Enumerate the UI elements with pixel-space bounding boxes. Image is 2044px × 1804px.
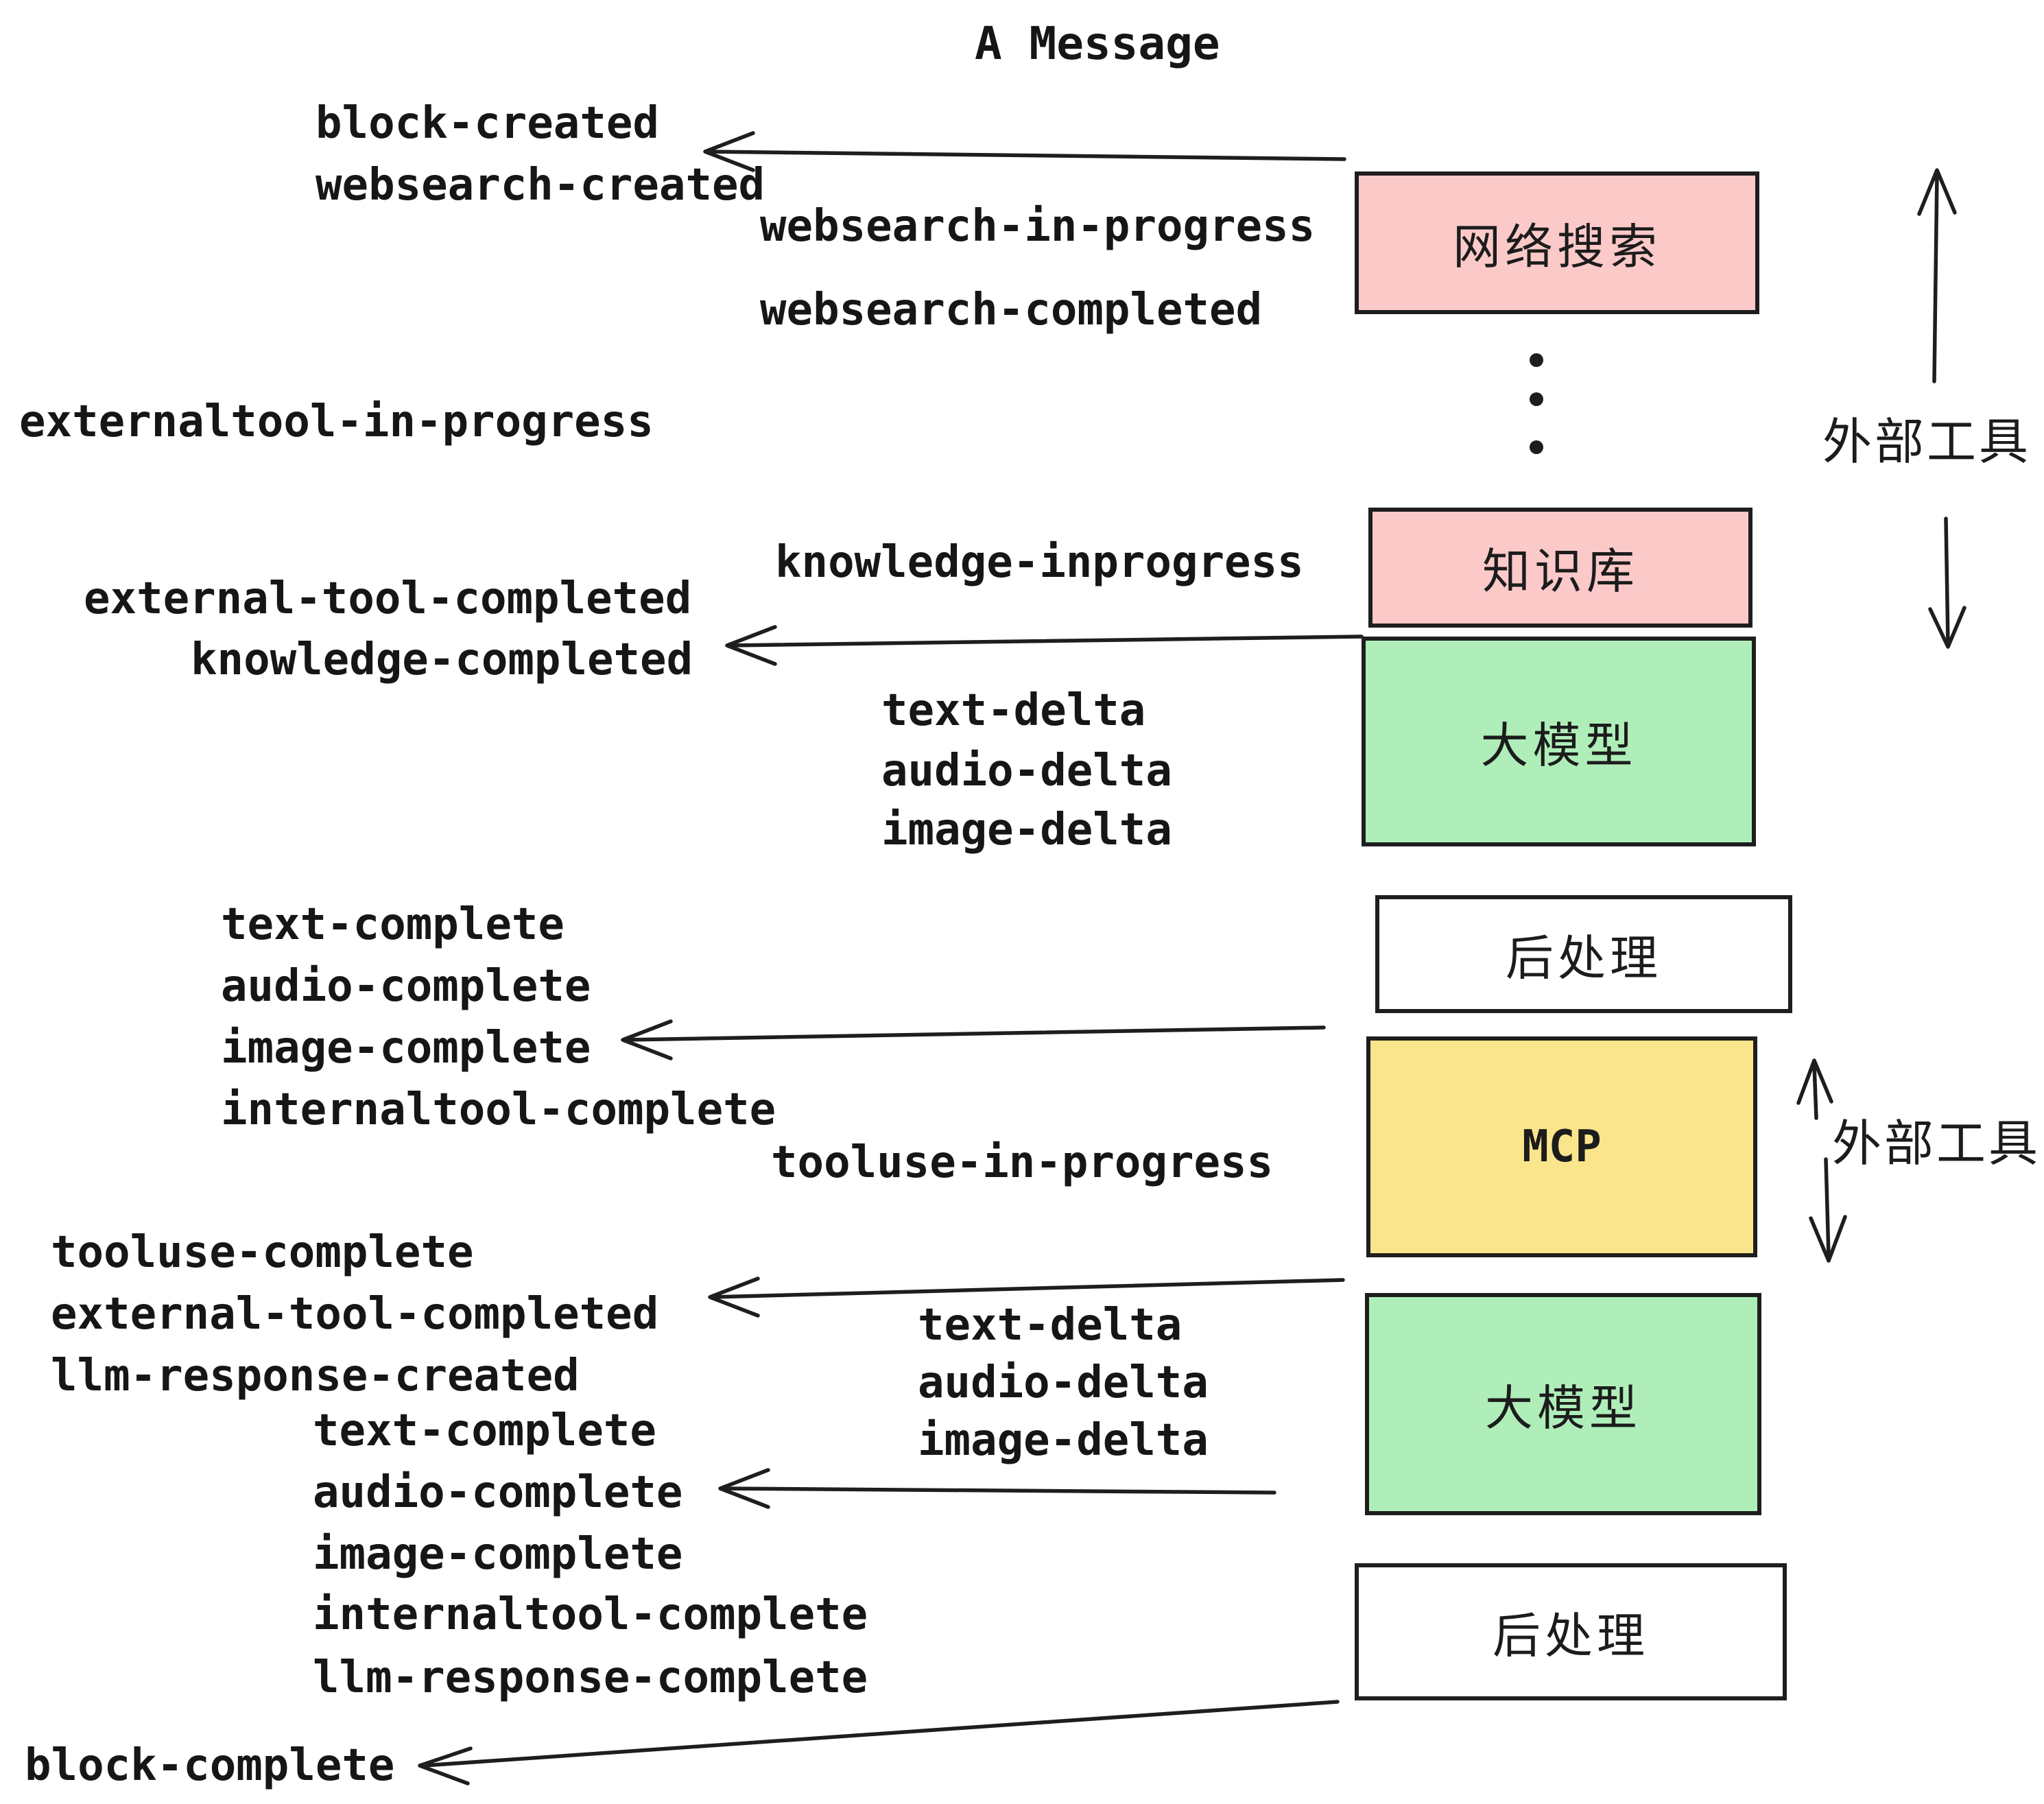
diagram-title: A Message (975, 17, 1220, 70)
mcp-external-tools-down-arrow (1809, 1157, 1847, 1263)
event-label-audio-delta-1: audio-delta (881, 746, 1172, 796)
box-knowledge-base-label: 知识库 (1482, 543, 1639, 600)
box-postprocess-2: 后处理 (1355, 1563, 1787, 1700)
box-websearch-label: 网络搜索 (1453, 218, 1661, 275)
event-label-image-complete-1: image-complete (221, 1023, 591, 1073)
event-label-text-complete-1: text-complete (221, 899, 565, 950)
box-postprocess-1-label: 后处理 (1506, 929, 1662, 986)
event-label-llm-response-created: llm-response-created (51, 1351, 580, 1401)
box-mcp: MCP (1366, 1036, 1757, 1257)
event-label-websearch-completed: websearch-completed (760, 285, 1263, 335)
event-label-text-delta-1: text-delta (881, 685, 1146, 736)
event-label-audio-complete-2: audio-complete (313, 1467, 683, 1518)
side-label-external-tools-mcp: 外部工具 (1832, 1115, 2041, 1172)
event-label-block-complete: block-complete (25, 1740, 395, 1791)
event-label-websearch-created: websearch-created (316, 160, 765, 211)
event-label-image-delta-1: image-delta (881, 805, 1172, 855)
box-llm-2-label: 大模型 (1485, 1379, 1641, 1436)
event-label-llm-response-complete: llm-response-complete (313, 1652, 868, 1703)
event-label-knowledge-inprogress: knowledge-inprogress (775, 537, 1304, 588)
box-postprocess-1: 后处理 (1375, 895, 1792, 1013)
arrow-to-tooluse-complete (708, 1277, 1345, 1318)
mcp-external-tools-up-arrow (1796, 1058, 1833, 1120)
event-label-tooluse-in-progress: tooluse-in-progress (771, 1137, 1274, 1188)
arrow-to-image-complete (621, 1019, 1326, 1060)
event-label-text-complete-2: text-complete (313, 1405, 656, 1456)
arrow-to-audio-complete (718, 1468, 1276, 1509)
event-label-block-created: block-created (316, 98, 659, 149)
event-label-external-tool-completed-2: external-tool-completed (51, 1289, 659, 1340)
event-label-audio-complete-1: audio-complete (221, 961, 591, 1012)
box-knowledge-base: 知识库 (1368, 508, 1752, 628)
arrow-to-block-complete (418, 1700, 1340, 1785)
box-llm-2: 大模型 (1365, 1293, 1761, 1515)
event-label-image-complete-2: image-complete (313, 1529, 683, 1580)
box-postprocess-2-label: 后处理 (1493, 1607, 1649, 1664)
event-label-websearch-in-progress: websearch-in-progress (760, 201, 1316, 252)
side-label-external-tools-top: 外部工具 (1822, 413, 2032, 471)
event-label-text-delta-2: text-delta (918, 1300, 1183, 1351)
event-label-externaltool-in-progress: externaltool-in-progress (19, 396, 654, 447)
ellipsis-dots (1530, 353, 1543, 454)
arrow-to-knowledge-completed (725, 625, 1364, 666)
event-label-audio-delta-2: audio-delta (918, 1357, 1209, 1408)
event-label-external-tool-completed: external-tool-completed (84, 573, 692, 624)
event-label-knowledge-completed: knowledge-completed (191, 634, 693, 685)
box-llm-1-label: 大模型 (1480, 717, 1637, 774)
event-label-internaltool-complete-1: internaltool-complete (221, 1084, 776, 1135)
external-tools-down-arrow (1928, 517, 1966, 649)
event-label-tooluse-complete: tooluse-complete (51, 1227, 474, 1278)
arrow-to-block-created (703, 131, 1346, 172)
event-label-image-delta-2: image-delta (918, 1415, 1209, 1466)
box-mcp-label: MCP (1522, 1121, 1602, 1172)
external-tools-up-arrow (1917, 168, 1957, 383)
box-llm-1: 大模型 (1362, 637, 1756, 846)
box-websearch: 网络搜索 (1355, 171, 1759, 314)
event-label-internaltool-complete-2: internaltool-complete (313, 1589, 868, 1640)
